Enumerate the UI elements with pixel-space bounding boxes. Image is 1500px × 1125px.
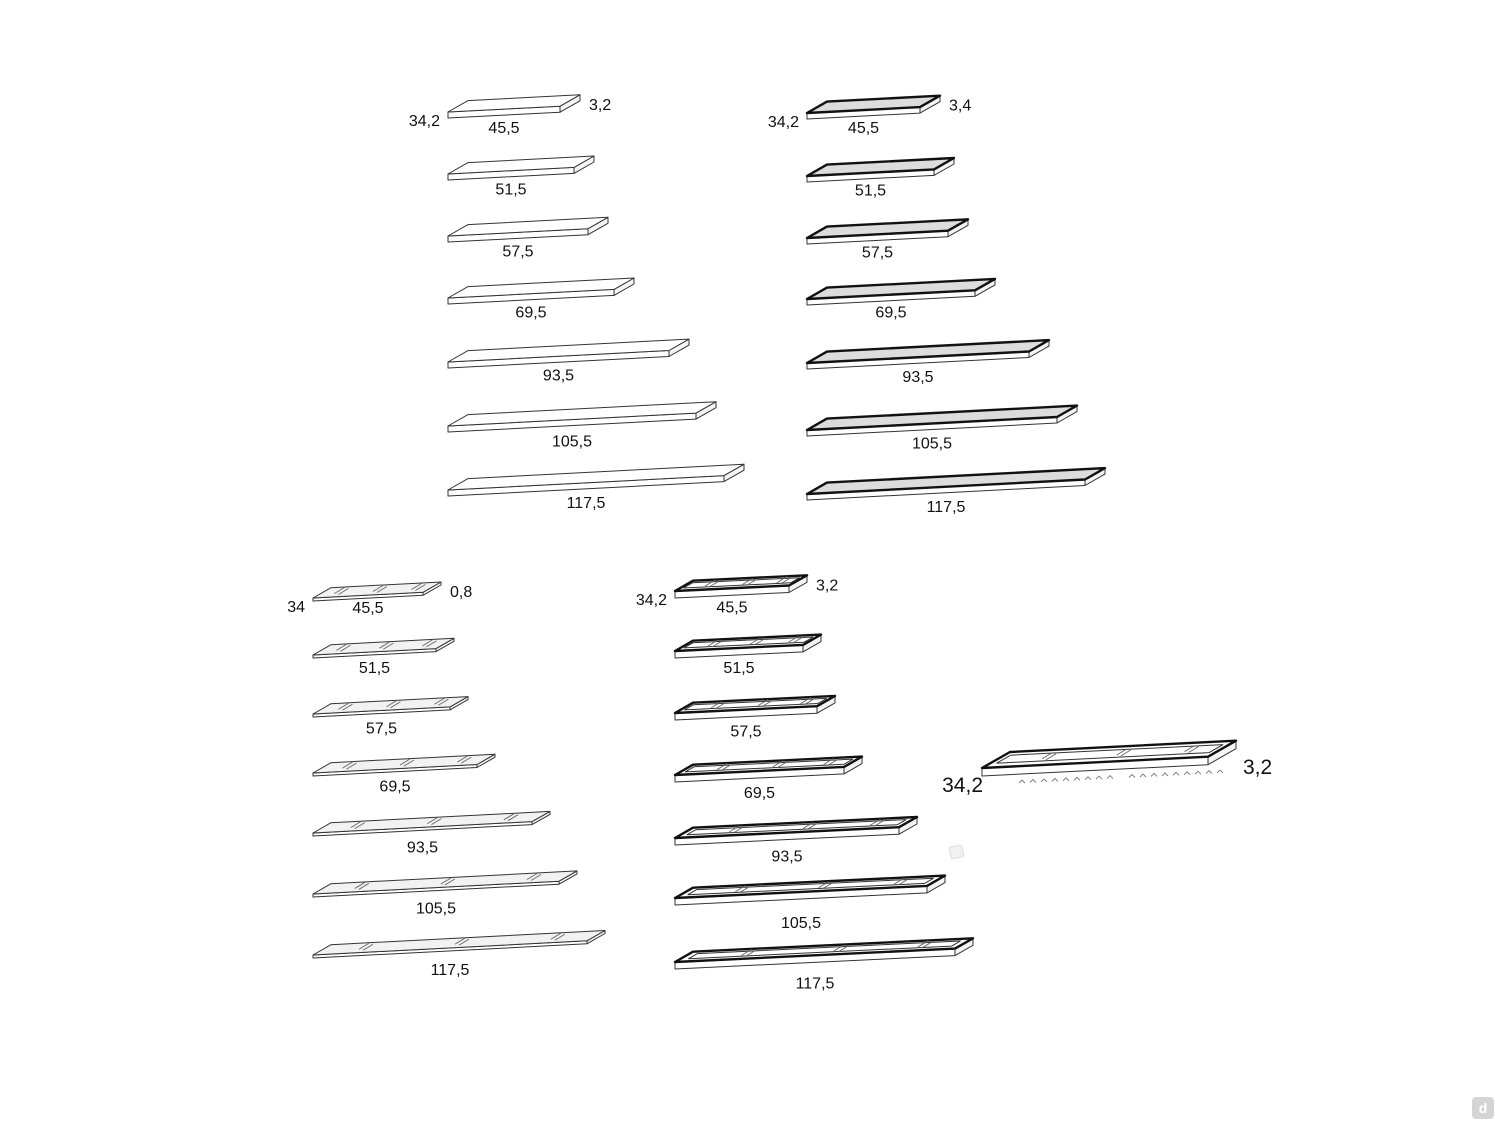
thickness-label: 3,4 (949, 98, 971, 115)
width-label: 69,5 (875, 305, 906, 322)
width-label: 105,5 (416, 901, 456, 918)
brand-logo-icon: d (1472, 1097, 1494, 1119)
width-label: 51,5 (855, 183, 886, 200)
depth-label: 34,2 (768, 114, 799, 131)
depth-label: 34,2 (409, 113, 440, 130)
shelf-framed (805, 404, 1079, 437)
shelf-plain (447, 401, 717, 433)
thickness-label: 3,2 (589, 97, 611, 114)
shelf-glass-tray (673, 574, 809, 599)
shelf-glass (312, 930, 606, 959)
width-label: 45,5 (352, 600, 383, 617)
width-label: 51,5 (495, 182, 526, 199)
width-label: 69,5 (515, 305, 546, 322)
width-label: 57,5 (730, 724, 761, 741)
shelf-glass (312, 696, 469, 718)
width-label: 117,5 (796, 975, 835, 992)
width-label: 117,5 (927, 499, 966, 516)
width-label: 93,5 (543, 367, 574, 384)
shelf-glass-tray (673, 874, 947, 906)
width-label: 51,5 (723, 660, 754, 677)
thickness-label: 3,2 (816, 577, 838, 594)
shelf-glass-tray (673, 815, 919, 846)
width-label: 51,5 (359, 660, 390, 677)
shelf-framed (805, 277, 997, 306)
shelf-lit-tray (980, 739, 1238, 784)
shelf-framed (805, 94, 942, 120)
feature-thickness-label: 3,2 (1243, 756, 1272, 779)
shelf-plain (447, 155, 595, 181)
width-label: 45,5 (848, 120, 879, 137)
width-label: 105,5 (912, 436, 952, 453)
shelf-plain (447, 338, 690, 369)
depth-label: 34 (287, 599, 305, 616)
width-label: 93,5 (902, 369, 933, 386)
shelf-glass-tray (673, 755, 864, 783)
width-label: 57,5 (862, 244, 893, 261)
width-label: 93,5 (771, 849, 802, 866)
shelf-framed (805, 156, 956, 183)
width-label: 45,5 (716, 599, 747, 616)
shelf-glass-tray (673, 937, 975, 970)
shelf-glass (312, 870, 578, 898)
width-label: 57,5 (366, 720, 397, 737)
shelf-framed (805, 338, 1051, 370)
width-label: 117,5 (431, 962, 470, 979)
width-label: 93,5 (407, 839, 438, 856)
width-label: 105,5 (781, 915, 821, 932)
drawing-marker-icon (948, 844, 965, 860)
thickness-label: 0,8 (450, 584, 472, 601)
depth-label: 34,2 (636, 592, 667, 609)
shelf-framed (805, 466, 1107, 501)
width-label: 57,5 (502, 243, 533, 260)
shelf-glass-tray (673, 694, 837, 721)
shelf-glass (312, 753, 496, 777)
shelf-plain (447, 216, 609, 243)
width-label: 69,5 (744, 785, 775, 802)
width-label: 117,5 (567, 495, 606, 512)
feature-depth-label: 34,2 (942, 774, 983, 797)
shelf-plain (447, 94, 581, 119)
width-label: 69,5 (379, 779, 410, 796)
shelf-glass (312, 637, 455, 659)
shelf-plain (447, 463, 745, 497)
shelf-framed (805, 218, 970, 245)
width-label: 45,5 (488, 120, 519, 137)
shelf-glass (312, 581, 442, 602)
shelf-glass-tray (673, 633, 823, 659)
width-label: 105,5 (552, 434, 592, 451)
shelf-glass (312, 810, 551, 837)
shelf-plain (447, 277, 635, 305)
